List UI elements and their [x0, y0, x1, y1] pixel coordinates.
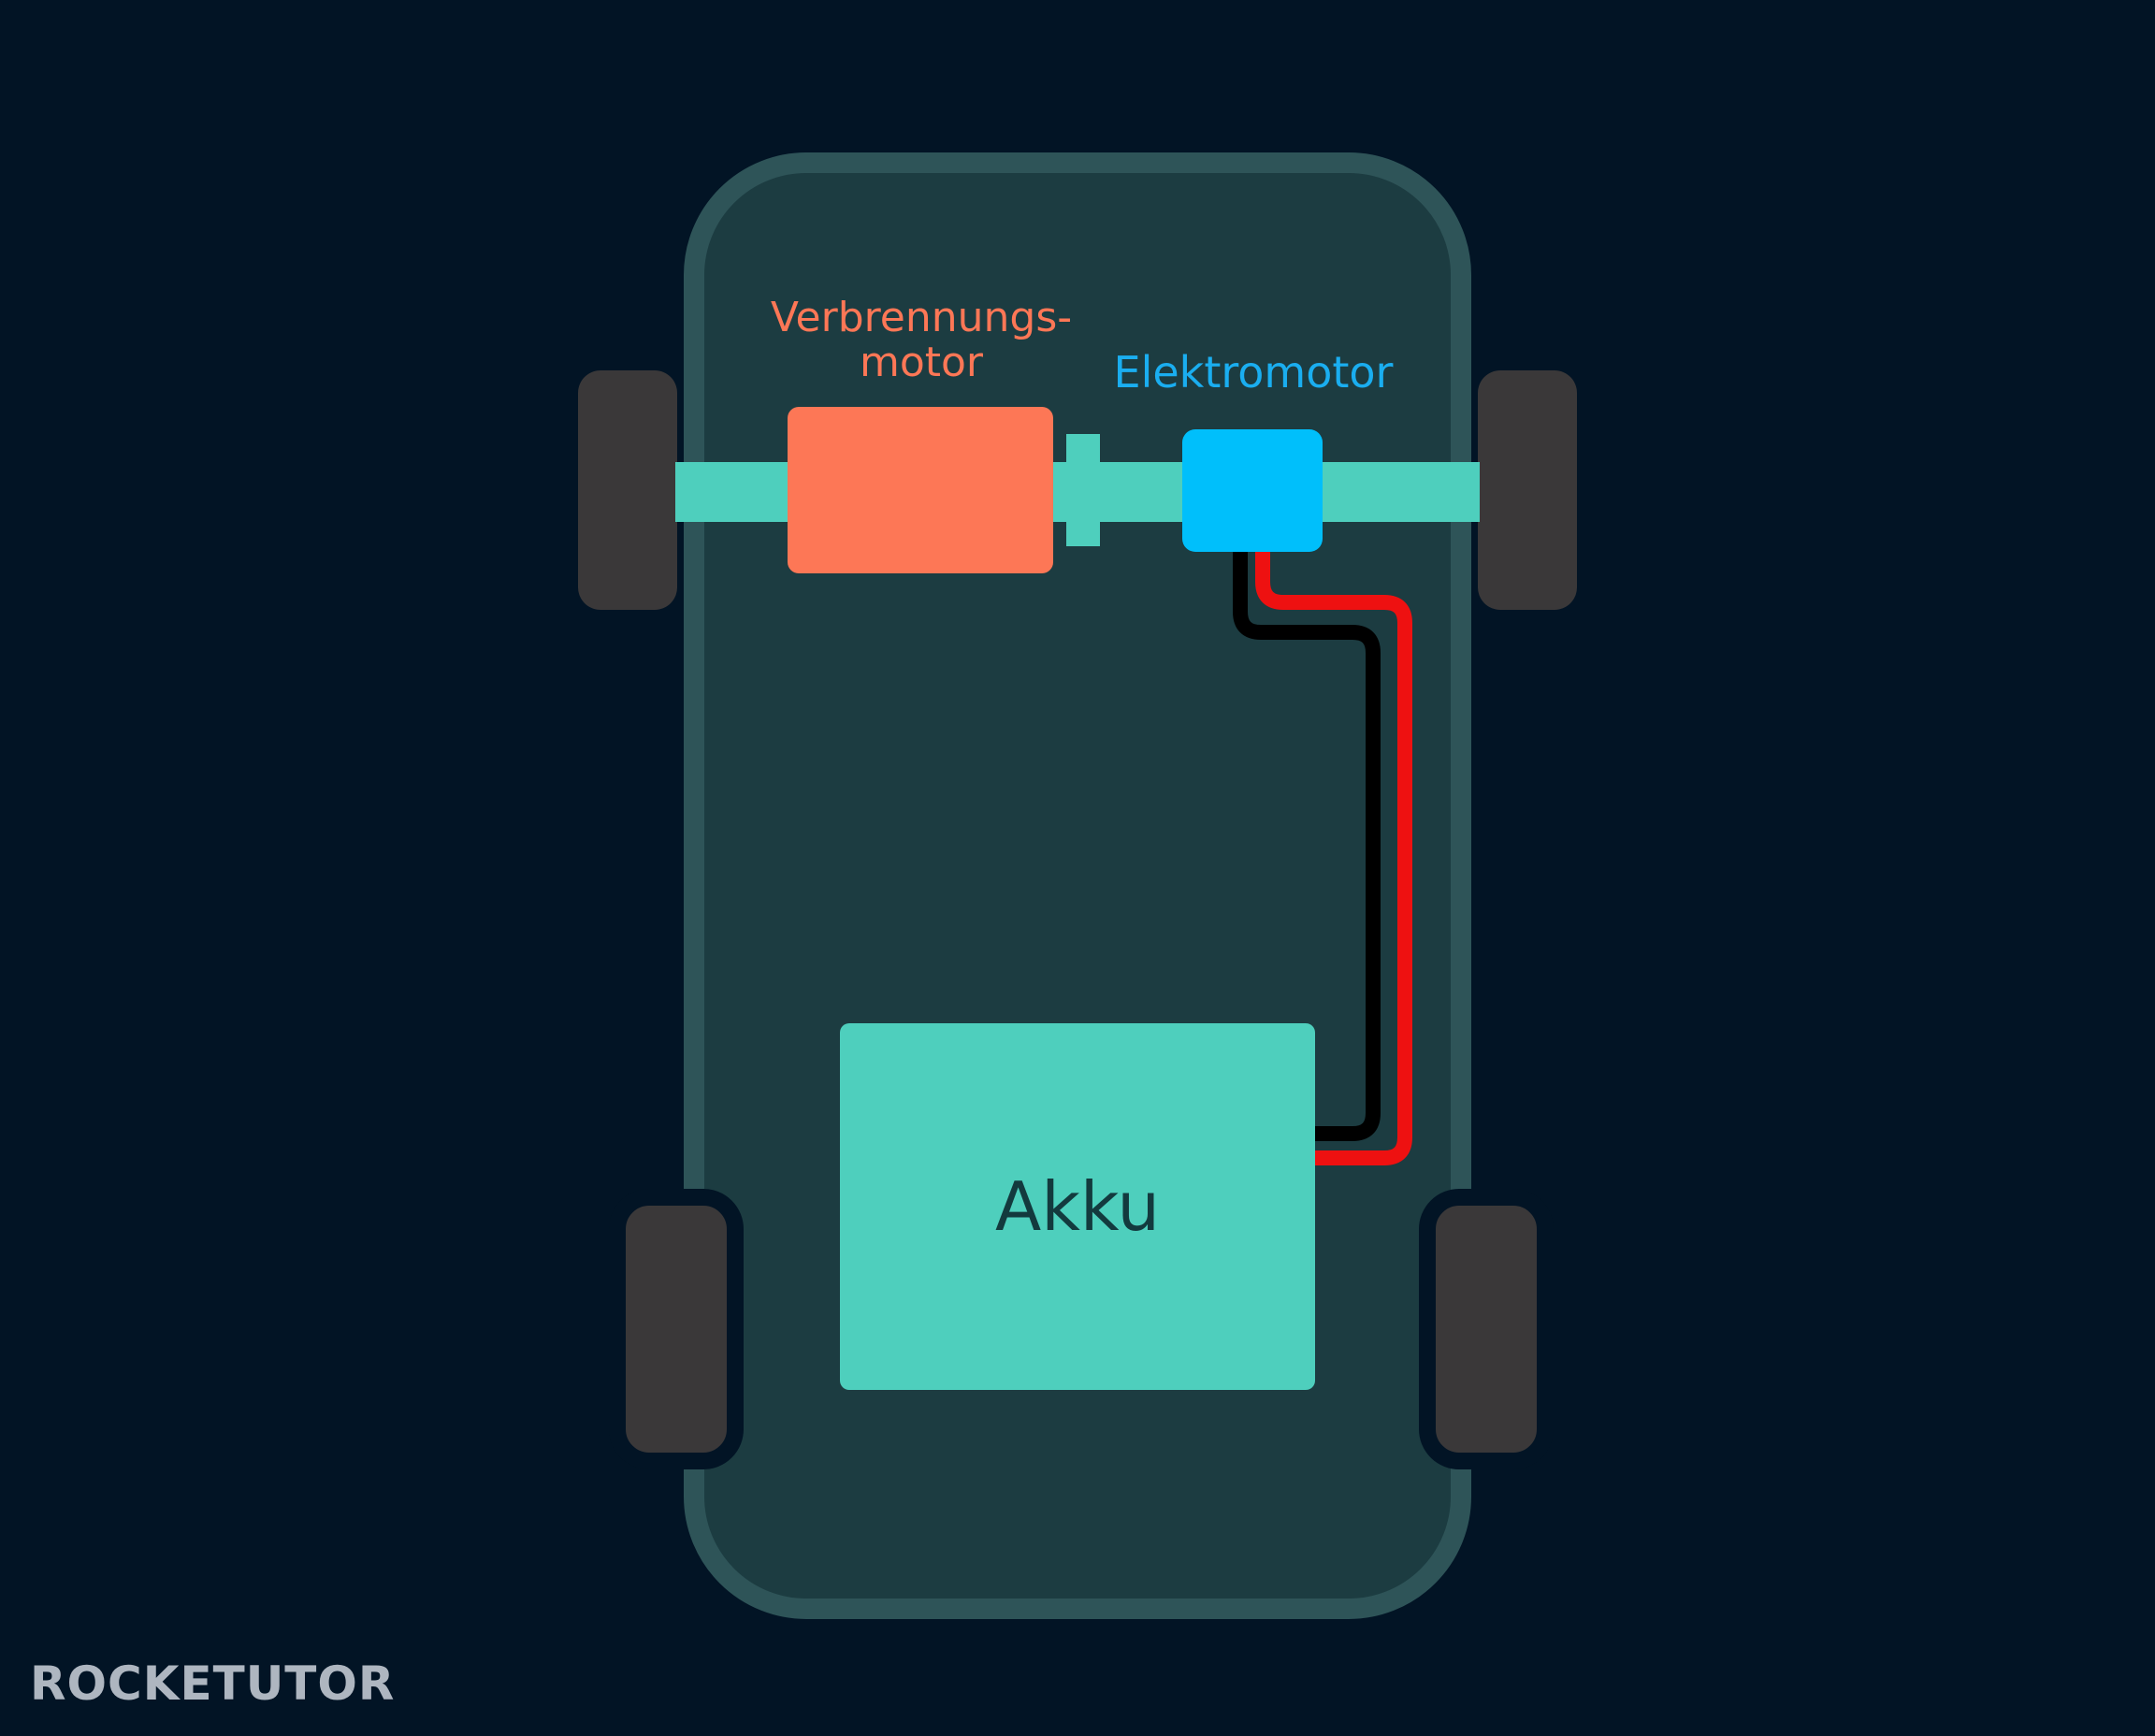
wheel-front-right — [1478, 370, 1577, 610]
wheel-rear-right — [1419, 1189, 1554, 1469]
battery-block — [840, 1023, 1315, 1390]
axle-coupling — [1066, 434, 1100, 546]
combustion-engine-label-line1: Verbrennungs- — [770, 294, 1073, 341]
wheel-front-left — [578, 370, 677, 610]
logo-text: ROCKETUTOR — [30, 1656, 396, 1711]
combustion-engine-block — [788, 407, 1053, 573]
combustion-engine-label: Verbrennungs- motor — [692, 296, 1150, 385]
wheel-rear-left — [609, 1189, 744, 1469]
cable-negative — [1233, 552, 1381, 1141]
electric-motor-label: Elektromotor — [1113, 347, 1394, 398]
battery-label: Akku — [994, 1167, 1161, 1246]
rockettutor-logo: ROCKETUTOR — [30, 1656, 396, 1711]
cable-positive — [1255, 552, 1412, 1165]
combustion-engine-label-line2: motor — [859, 339, 984, 386]
electric-motor-block — [1182, 429, 1323, 552]
